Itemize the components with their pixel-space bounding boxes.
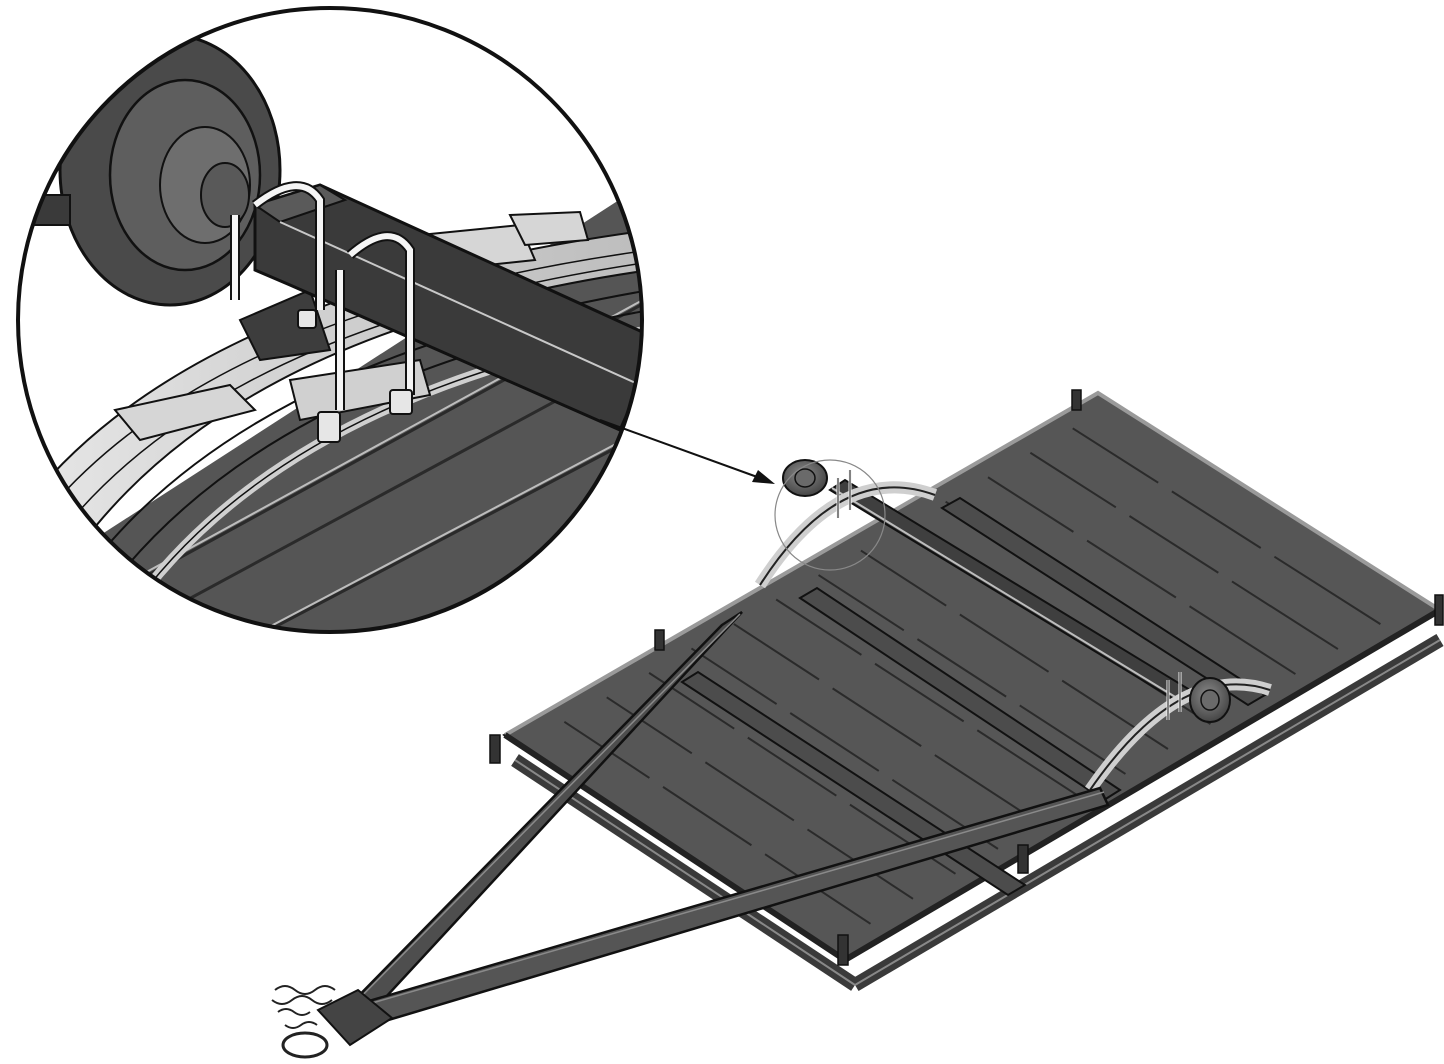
- deck-plank-groove: [818, 574, 905, 632]
- detail-leader-arrow: [599, 419, 775, 484]
- deck-plank-groove: [1086, 539, 1177, 599]
- deck-plank-groove: [916, 638, 1007, 698]
- detail-target-circle: [774, 459, 886, 571]
- deck-plank-groove: [775, 598, 862, 656]
- deck-plank-groove: [987, 476, 1074, 533]
- hitch-coupler: [281, 988, 394, 1059]
- deck-plank-groove: [662, 786, 752, 847]
- zoom-spring-pads: [113, 210, 590, 442]
- deck-plank-groove: [704, 761, 795, 822]
- zoom-u-bolts: [230, 181, 415, 410]
- deck-plank-groove: [976, 729, 1084, 800]
- zoom-clamp-plate: [288, 358, 432, 422]
- trailer-deck: [502, 391, 1443, 962]
- deck-plank-groove: [606, 696, 693, 755]
- deck-plank-groove: [1029, 451, 1117, 509]
- deck-plank-groove: [648, 672, 735, 730]
- detail-zoom-view: [16, 6, 644, 634]
- deck-plank-groove: [1273, 555, 1381, 625]
- deck-plank-groove: [1072, 427, 1159, 484]
- deck-plank-groove: [959, 613, 1050, 673]
- deck-plank-groove: [860, 549, 947, 607]
- deck-plank-groove: [1171, 490, 1262, 549]
- deck-plank-groove: [1128, 515, 1219, 574]
- deck-plank-groove: [849, 803, 957, 875]
- deck-plank-groove: [832, 687, 922, 747]
- zoom-bracket: [238, 288, 332, 362]
- deck-plank-groove: [1061, 679, 1169, 750]
- deck-plank-groove: [789, 712, 880, 772]
- deck-plank-groove: [1231, 580, 1339, 650]
- wheel-hubs: [782, 459, 1231, 723]
- deck-plank-groove: [690, 647, 778, 705]
- safety-chains: [271, 985, 336, 1029]
- deck-plank-groove: [747, 736, 837, 797]
- frame-brackets: [489, 389, 1444, 966]
- deck-plank-groove: [1188, 605, 1296, 675]
- deck-plank-groove: [733, 623, 820, 681]
- zoom-nuts: [297, 309, 413, 443]
- trailer-assembly: [271, 389, 1444, 1059]
- deck-plank-groove: [874, 662, 965, 723]
